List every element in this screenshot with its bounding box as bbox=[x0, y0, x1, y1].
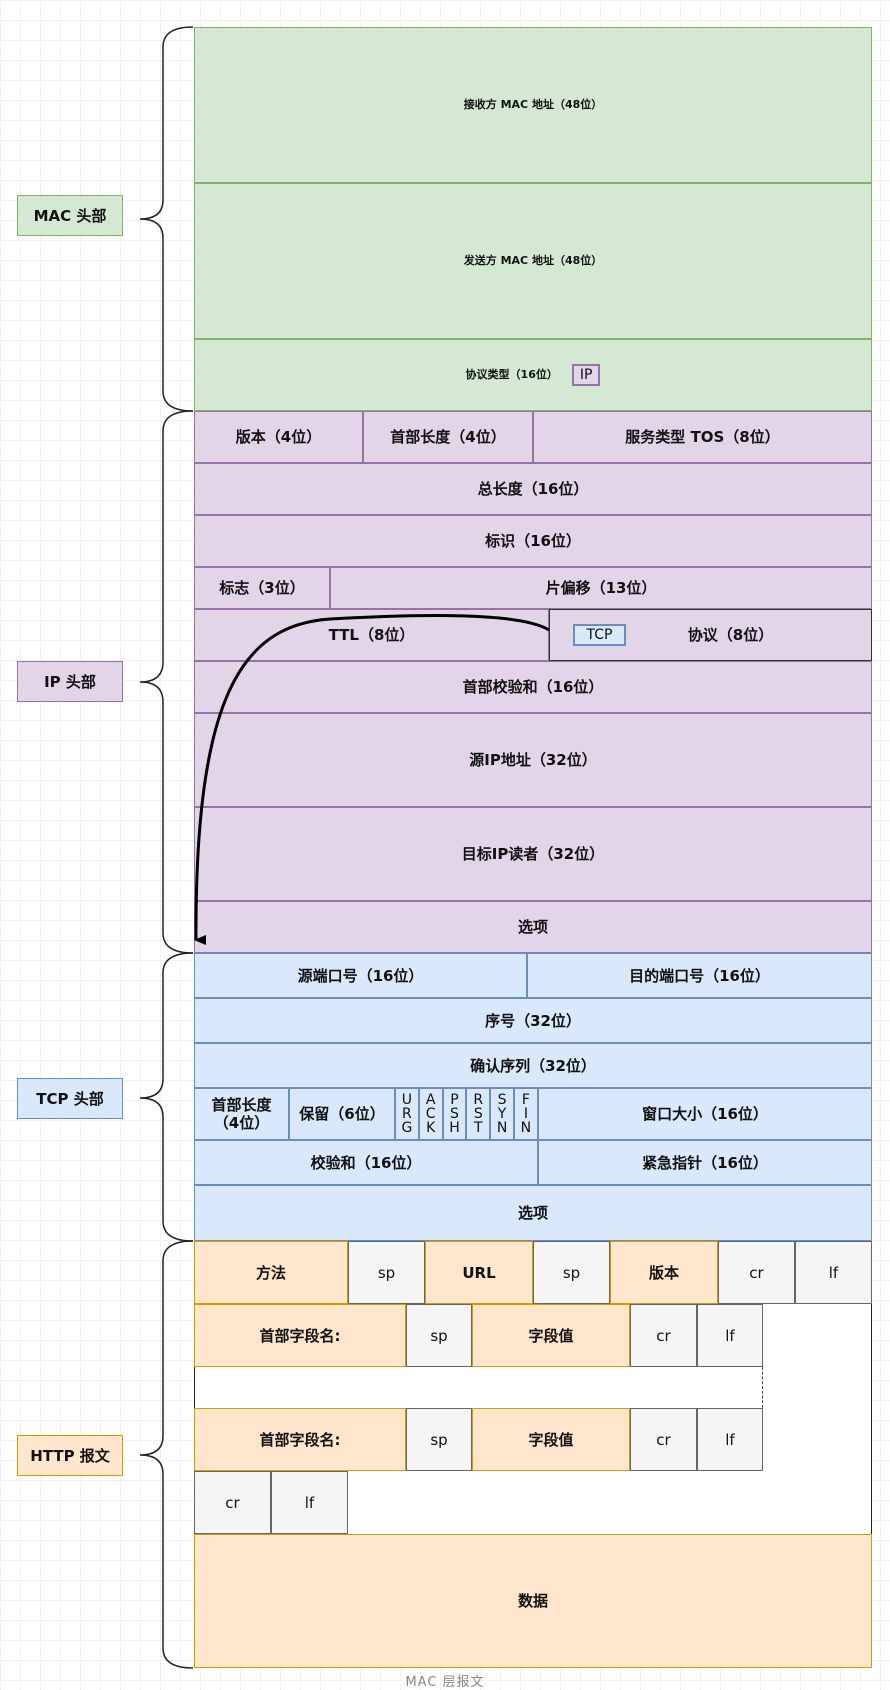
ip-protocol-label: 协议（8位） bbox=[687, 626, 774, 644]
http-cr-1: cr bbox=[718, 1241, 795, 1304]
tcp-ack-number: 确认序列（32位） bbox=[194, 1043, 872, 1088]
http-lf-3: lf bbox=[697, 1408, 763, 1471]
mac-protocol-type-label: 协议类型（16位） bbox=[465, 368, 558, 382]
tcp-options: 选项 bbox=[194, 1185, 872, 1241]
ip-ttl: TTL（8位） bbox=[194, 609, 549, 661]
tcp-flag-letter: C bbox=[425, 1106, 436, 1122]
ip-dst-address: 目标IP读者（32位） bbox=[194, 807, 872, 901]
http-sp-2: sp bbox=[533, 1241, 610, 1304]
tcp-flag-letter: Y bbox=[497, 1106, 507, 1122]
tcp-header-length: 首部长度（4位） bbox=[194, 1088, 289, 1140]
ip-version: 版本（4位） bbox=[194, 411, 363, 463]
tcp-header-label: TCP 头部 bbox=[17, 1078, 123, 1119]
mac-src-address: 发送方 MAC 地址（48位） bbox=[194, 183, 872, 339]
http-body-data: 数据 bbox=[194, 1534, 872, 1668]
ip-checksum: 首部校验和（16位） bbox=[194, 661, 872, 713]
http-header-value-2: 字段值 bbox=[472, 1408, 630, 1471]
diagram-caption: MAC 层报文 bbox=[405, 1675, 485, 1690]
tcp-flag-letter: T bbox=[474, 1120, 483, 1136]
ip-options: 选项 bbox=[194, 901, 872, 953]
http-header-name-2: 首部字段名: bbox=[194, 1408, 406, 1471]
http-brace bbox=[139, 1240, 194, 1669]
tcp-flag-letter: I bbox=[523, 1106, 528, 1122]
tcp-flag-letter: K bbox=[426, 1120, 436, 1136]
http-sp-4: sp bbox=[406, 1408, 472, 1471]
tcp-flag-letter: N bbox=[496, 1120, 508, 1136]
http-sp-1: sp bbox=[348, 1241, 425, 1304]
http-lf-4: lf bbox=[271, 1471, 348, 1534]
http-url: URL bbox=[425, 1241, 533, 1304]
ip-flags: 标志（3位） bbox=[194, 567, 330, 609]
tcp-flag-letter: A bbox=[425, 1092, 436, 1108]
ip-header-length: 首部长度（4位） bbox=[363, 411, 533, 463]
tcp-urgent-pointer: 紧急指针（16位） bbox=[538, 1140, 872, 1185]
tcp-flag-letter: P bbox=[450, 1092, 459, 1108]
http-version: 版本 bbox=[610, 1241, 718, 1304]
tcp-flag-letter: R bbox=[402, 1106, 412, 1122]
tcp-flag-letter: S bbox=[450, 1106, 459, 1122]
http-method: 方法 bbox=[194, 1241, 348, 1304]
ip-identification: 标识（16位） bbox=[194, 515, 872, 567]
tcp-flag-letter: S bbox=[473, 1106, 483, 1122]
http-message-label: HTTP 报文 bbox=[17, 1435, 123, 1476]
tcp-window-size: 窗口大小（16位） bbox=[538, 1088, 872, 1140]
ip-src-address: 源IP地址（32位） bbox=[194, 713, 872, 807]
tcp-flag-letter: U bbox=[401, 1092, 413, 1108]
ip-tos: 服务类型 TOS（8位） bbox=[533, 411, 872, 463]
http-sp-3: sp bbox=[406, 1304, 472, 1367]
tcp-sequence: 序号（32位） bbox=[194, 998, 872, 1043]
tcp-flag-letter: R bbox=[473, 1092, 484, 1108]
tcp-badge: TCP bbox=[573, 624, 626, 646]
tcp-flag-letter: N bbox=[520, 1120, 532, 1136]
tcp-flag-letter: G bbox=[401, 1120, 413, 1136]
mac-brace bbox=[139, 26, 194, 412]
ip-header-label: IP 头部 bbox=[17, 661, 123, 702]
http-cr-3: cr bbox=[630, 1408, 697, 1471]
http-header-value-1: 字段值 bbox=[472, 1304, 630, 1367]
tcp-flag-letter: H bbox=[449, 1120, 460, 1136]
http-cr-4: cr bbox=[194, 1471, 271, 1534]
ip-brace bbox=[139, 410, 194, 954]
tcp-src-port: 源端口号（16位） bbox=[194, 953, 527, 998]
tcp-flag-letter: F bbox=[521, 1092, 530, 1108]
http-header-name-1: 首部字段名: bbox=[194, 1304, 406, 1367]
ip-total-length: 总长度（16位） bbox=[194, 463, 872, 515]
tcp-checksum: 校验和（16位） bbox=[194, 1140, 538, 1185]
http-cr-2: cr bbox=[630, 1304, 697, 1367]
tcp-flag-letter: S bbox=[497, 1092, 507, 1108]
mac-protocol-type: 协议类型（16位） IP bbox=[194, 339, 872, 411]
tcp-reserved: 保留（6位） bbox=[289, 1088, 395, 1140]
tcp-dst-port: 目的端口号（16位） bbox=[527, 953, 872, 998]
http-header-continuation bbox=[762, 1367, 763, 1408]
mac-header-label: MAC 头部 bbox=[17, 195, 123, 236]
mac-dst-address: 接收方 MAC 地址（48位） bbox=[194, 27, 872, 183]
ip-fragment-offset: 片偏移（13位） bbox=[330, 567, 872, 609]
ip-badge: IP bbox=[571, 364, 601, 386]
http-lf-2: lf bbox=[697, 1304, 763, 1367]
http-lf-1: lf bbox=[795, 1241, 872, 1304]
tcp-brace bbox=[139, 952, 194, 1242]
